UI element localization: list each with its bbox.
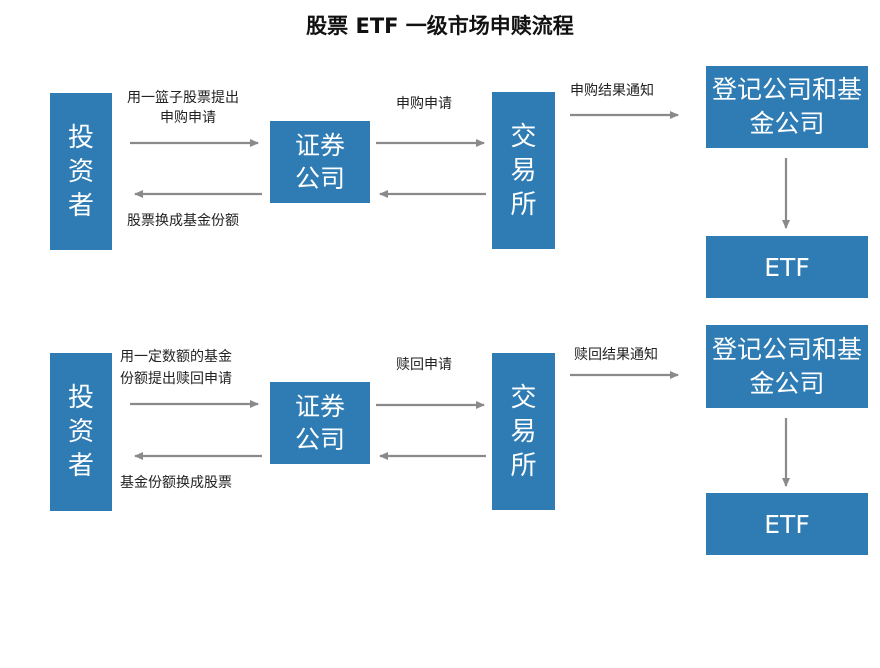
investor-label: 投资者 <box>67 383 94 481</box>
registrar-label: 登记公司和基金公司 <box>711 75 862 138</box>
label-broker-to-investor-red: 基金份额换成股票 <box>120 475 232 491</box>
exchange-label: 交易所 <box>510 121 537 220</box>
label-exchange-to-registrar-sub: 申购结果通知 <box>570 83 654 99</box>
registrar-box-subscription: 登记公司和基金公司 <box>706 66 868 148</box>
investor-box-subscription: 投资者 <box>50 93 112 250</box>
investor-box-redemption: 投资者 <box>50 353 112 511</box>
exchange-label: 交易所 <box>510 382 537 481</box>
diagram-title: 股票 ETF 一级市场申赎流程 <box>306 14 574 38</box>
label-investor-to-broker-sub-1: 用一篮子股票提出 <box>127 90 239 106</box>
etf-label: ETF <box>764 509 810 539</box>
label-broker-to-exchange-sub: 申购申请 <box>396 96 452 112</box>
label-broker-to-exchange-red: 赎回申请 <box>396 357 452 373</box>
label-exchange-to-registrar-red: 赎回结果通知 <box>574 347 658 363</box>
broker-label: 证券公司 <box>294 392 345 454</box>
registrar-box-redemption: 登记公司和基金公司 <box>706 325 868 408</box>
registrar-label: 登记公司和基金公司 <box>711 334 862 398</box>
label-investor-to-broker-red-2: 份额提出赎回申请 <box>120 371 232 387</box>
broker-label: 证券公司 <box>294 131 345 193</box>
investor-label: 投资者 <box>67 122 94 221</box>
etf-box-redemption: ETF <box>706 493 868 555</box>
broker-box-subscription: 证券公司 <box>270 121 370 203</box>
exchange-box-subscription: 交易所 <box>492 92 555 249</box>
label-investor-to-broker-red-1: 用一定数额的基金 <box>120 349 232 365</box>
exchange-box-redemption: 交易所 <box>492 353 555 510</box>
etf-label: ETF <box>764 252 810 282</box>
label-broker-to-investor-sub: 股票换成基金份额 <box>127 213 239 229</box>
etf-box-subscription: ETF <box>706 236 868 298</box>
broker-box-redemption: 证券公司 <box>270 382 370 464</box>
label-investor-to-broker-sub-2: 申购申请 <box>160 110 216 126</box>
